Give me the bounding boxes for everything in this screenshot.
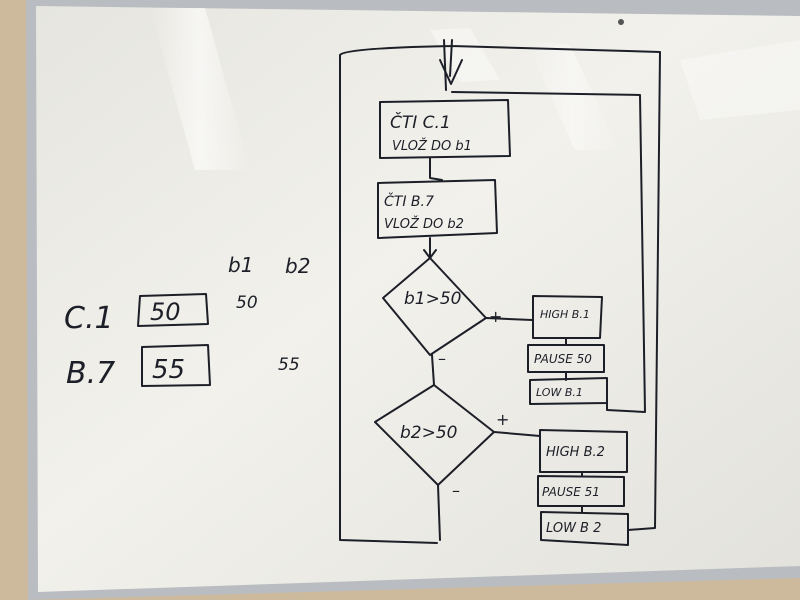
c1-box-value: 50 xyxy=(150,298,181,326)
branch2-step1: HIGH B.2 xyxy=(546,445,605,460)
light-reflection xyxy=(430,28,500,82)
high-b1-box xyxy=(532,295,603,339)
read-c1-line1: ČTI C.1 xyxy=(390,111,451,133)
b7-b2-value: 55 xyxy=(278,355,300,375)
low-b2-box xyxy=(540,511,629,546)
light-reflection xyxy=(525,40,620,150)
loop-arrow-head xyxy=(439,59,463,85)
branch2-step2: PAUSE 51 xyxy=(542,485,600,499)
board-bolt xyxy=(618,19,624,25)
branch2-step3: LOW B 2 xyxy=(546,521,601,536)
branch1-step2: PAUSE 50 xyxy=(534,352,592,366)
c1-label: C.1 xyxy=(64,301,114,336)
branch1-step1: HIGH B.1 xyxy=(540,308,590,321)
decision2-text: b2>50 xyxy=(400,423,457,443)
light-reflection xyxy=(680,40,800,120)
read-c1-line2: VLOŽ DO b1 xyxy=(392,138,472,154)
read-c1-box xyxy=(379,99,511,159)
b7-value-box xyxy=(141,344,211,387)
b7-label: B.7 xyxy=(66,356,115,391)
read-b7-line1: ČTI B.7 xyxy=(384,192,434,210)
outer-loop-line xyxy=(339,39,661,544)
c1-b1-value: 50 xyxy=(236,293,258,313)
header-b1: b1 xyxy=(228,253,253,277)
decision1-plus: + xyxy=(489,307,502,326)
decision1-minus: – xyxy=(438,349,446,368)
high-b2-box xyxy=(539,429,628,473)
read-b7-box xyxy=(377,179,498,239)
light-reflection xyxy=(150,8,250,170)
read-b7-line2: VLOŽ DO b2 xyxy=(384,216,464,232)
b7-box-value: 55 xyxy=(152,355,185,385)
c1-value-box xyxy=(137,293,209,327)
decision1-text: b1>50 xyxy=(404,289,461,309)
header-b2: b2 xyxy=(285,254,310,278)
pause51-box xyxy=(537,475,625,507)
decision2-plus: + xyxy=(496,410,509,429)
pause50-box xyxy=(527,344,605,373)
decision2-minus: – xyxy=(452,481,460,500)
branch1-step3: LOW B.1 xyxy=(536,386,583,399)
decision1-diamond xyxy=(382,257,487,356)
low-b1-box xyxy=(529,377,608,405)
